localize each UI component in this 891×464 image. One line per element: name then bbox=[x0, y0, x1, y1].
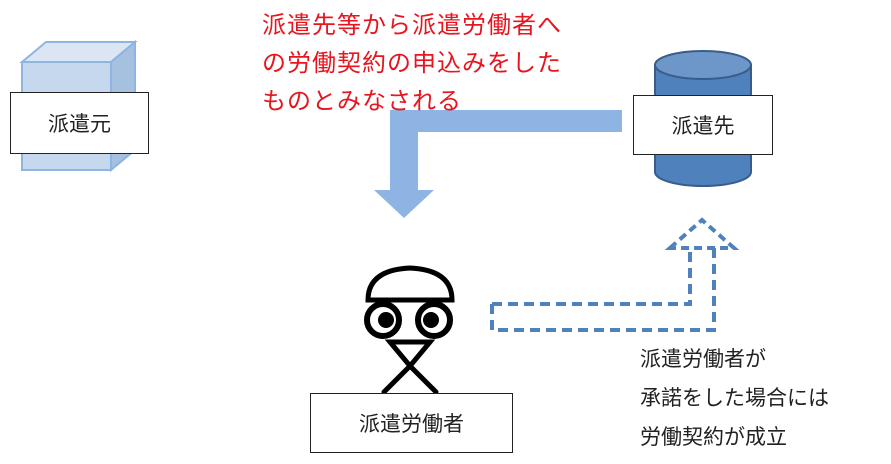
accept-note-line: 承諾をした場合には bbox=[640, 386, 829, 410]
offer-note: 派遣先等から派遣労働者へ の労働契約の申込みをした ものとみなされる bbox=[262, 6, 612, 120]
offer-note-line: の労働契約の申込みをした bbox=[262, 49, 562, 77]
worker-figure bbox=[364, 265, 455, 395]
accept-note: 派遣労働者が 承諾をした場合には 労働契約が成立 bbox=[640, 340, 890, 457]
accept-note-line: 派遣労働者が bbox=[640, 347, 766, 371]
offer-arrow bbox=[374, 110, 622, 218]
client-label: 派遣先 bbox=[633, 95, 773, 155]
offer-note-line: ものとみなされる bbox=[262, 87, 462, 115]
accept-note-line: 労働契約が成立 bbox=[640, 425, 787, 449]
offer-note-line: 派遣先等から派遣労働者へ bbox=[262, 11, 562, 39]
worker-label: 派遣労働者 bbox=[310, 393, 513, 453]
accept-dashed-arrow bbox=[490, 217, 740, 332]
dispatcher-label: 派遣元 bbox=[10, 92, 149, 154]
